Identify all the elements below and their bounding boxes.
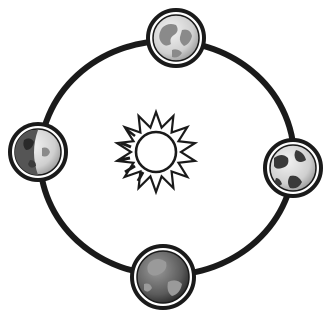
earth-left-icon — [10, 124, 66, 180]
earth-right-icon — [265, 140, 321, 196]
sun-icon — [117, 112, 195, 192]
earth-top-icon — [148, 10, 204, 66]
earth-bottom-icon — [132, 246, 194, 308]
